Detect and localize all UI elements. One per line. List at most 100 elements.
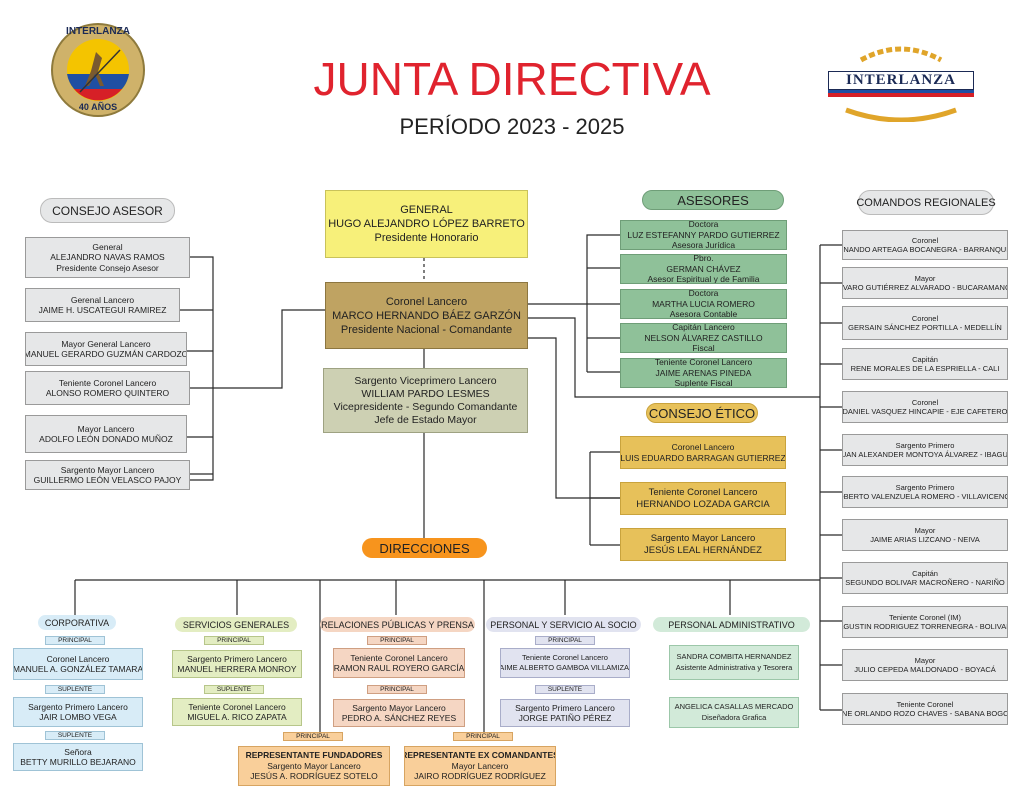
rank-text: Coronel <box>911 313 939 323</box>
member-name: JAIME H. USCATEGUI RAMIREZ <box>38 305 167 315</box>
rank-text: Pbro. <box>693 254 714 264</box>
rank-text: Sargento Primero <box>895 482 955 492</box>
rank-text: Doctora <box>688 289 719 299</box>
member-name: JAIME ARIAS LIZCANO - NEIVA <box>870 535 980 544</box>
asesor-member: Pbro. GERMAN CHÁVEZ Asesor Espiritual y … <box>620 254 787 284</box>
rank-text: General <box>92 241 123 252</box>
rank-text: Teniente Coronel (IM) <box>888 612 962 622</box>
role-text: Suplente Fiscal <box>674 378 733 388</box>
rank-text: Coronel Lancero <box>671 442 735 452</box>
rank-text: Capitán <box>912 568 938 578</box>
consejo-asesor-member: Mayor General Lancero MANUEL GERARDO GUZ… <box>25 332 187 366</box>
comando-member: Coronel DANIEL VASQUEZ HINCAPIE - EJE CA… <box>842 391 1008 423</box>
logo-left-top-text: INTERLANZA <box>66 26 130 37</box>
member-name: MANUEL GERARDO GUZMÁN CARDOZO <box>25 349 187 359</box>
member-name: RENE MORALES DE LA ESPRIELLA - CALI <box>850 364 1000 373</box>
comando-member: Teniente Coronel RENE ORLANDO ROZO CHAVE… <box>842 693 1008 725</box>
consejo-etico-label: CONSEJO ÉTICO <box>646 403 758 423</box>
role-text: Jefe de Estado Mayor <box>374 413 477 426</box>
comandos-bracket <box>819 244 842 711</box>
member-name: RAMON RAUL ROYERO GARCÍA <box>333 663 465 673</box>
interlanza-laurel-logo: INTERLANZA <box>826 40 976 123</box>
member-name: JAIME ARENAS PINEDA <box>655 367 752 378</box>
member-name: RENE ORLANDO ROZO CHAVES - SABANA BOGOTÁ <box>842 709 1007 718</box>
rank-text: Teniente Coronel Lancero <box>522 652 608 662</box>
servicios-generales-label: SERVICIOS GENERALES <box>175 617 297 632</box>
role-text: Fiscal <box>692 343 715 353</box>
member-name: SEGUNDO BOLIVAR MACROÑERO - NARIÑO <box>845 578 1005 587</box>
member-name: GUILLERMO LEÓN VELASCO PAJOY <box>33 475 182 485</box>
asesor-member: Teniente Coronel Lancero JAIME ARENAS PI… <box>620 358 787 388</box>
member-name: MIGUEL A. RICO ZAPATA <box>187 712 287 722</box>
representante-fundadores: REPRESENTANTE FUNDADORES Sargento Mayor … <box>238 746 390 786</box>
corporativa-suplente-2: Señora BETTY MURILLO BEJARANO <box>13 743 143 771</box>
rank-text: Coronel <box>911 397 939 407</box>
etico-member: Coronel Lancero LUIS EDUARDO BARRAGAN GU… <box>620 436 786 469</box>
consejo-asesor-member: Sargento Mayor Lancero GUILLERMO LEÓN VE… <box>25 460 190 490</box>
role-text: Presidente Honorario <box>374 232 479 244</box>
interlanza-40-anos-logo: INTERLANZA 40 AÑOS <box>50 22 146 118</box>
rank-text: Teniente Coronel Lancero <box>648 486 758 498</box>
member-name: BETTY MURILLO BEJARANO <box>20 757 136 767</box>
member-name: JAIME ALBERTO GAMBOA VILLAMIZAR <box>500 663 630 672</box>
personal-administrativo-label: PERSONAL ADMINISTRATIVO <box>653 617 810 632</box>
consejo-asesor-bracket <box>180 256 214 481</box>
rank-text: Coronel <box>911 235 939 245</box>
personal-socio-suplente: Sargento Primero Lancero JORGE PATIÑO PÉ… <box>500 699 630 727</box>
consejo-asesor-member: Teniente Coronel Lancero ALONSO ROMERO Q… <box>25 371 190 405</box>
corporativa-suplente: Sargento Primero Lancero JAIR LOMBO VEGA <box>13 697 143 727</box>
role-text: Asesora Jurídica <box>671 240 736 250</box>
role-text: REPRESENTANTE FUNDADORES <box>245 750 383 761</box>
member-name: JESÚS A. RODRÍGUEZ SOTELO <box>250 771 378 782</box>
etico-member: Sargento Mayor Lancero JESÚS LEAL HERNÁN… <box>620 528 786 561</box>
rank-text: Coronel Lancero <box>46 653 110 664</box>
logo-left-bottom-text: 40 AÑOS <box>78 102 118 112</box>
rank-text: Capitán Lancero <box>672 323 735 333</box>
member-name: JULIO CEPEDA MALDONADO - BOYACÁ <box>854 665 996 674</box>
role-text: Asesora Contable <box>669 309 738 319</box>
comando-member: Mayor ÁLVARO GUTIÉRREZ ALVARADO - BUCARA… <box>842 267 1008 299</box>
member-name: MARCO HERNANDO BÁEZ GARZÓN <box>332 309 521 322</box>
rank-text: Mayor <box>914 273 936 283</box>
comando-member: Capitán SEGUNDO BOLIVAR MACROÑERO - NARI… <box>842 562 1008 594</box>
member-name: JESÚS LEAL HERNÁNDEZ <box>644 544 762 556</box>
consejo-asesor-member: Mayor Lancero ADOLFO LEÓN DONADO MUÑOZ <box>25 415 187 453</box>
principal-tag: PRINCIPAL <box>453 732 513 741</box>
direcciones-label: DIRECCIONES <box>362 538 487 558</box>
suplente-tag: SUPLENTE <box>535 685 595 694</box>
principal-tag: PRINCIPAL <box>367 685 427 694</box>
asesor-member: Doctora MARTHA LUCIA ROMERO Asesora Cont… <box>620 289 787 319</box>
rank-text: Teniente Coronel <box>896 699 954 709</box>
direcciones-drops <box>74 580 731 735</box>
principal-tag: PRINCIPAL <box>367 636 427 645</box>
asesor-member: Doctora LUZ ESTEFANNY PARDO GUTIERREZ As… <box>620 220 787 250</box>
comando-member: Mayor JULIO CEPEDA MALDONADO - BOYACÁ <box>842 649 1008 681</box>
rank-text: Coronel Lancero <box>385 295 468 308</box>
comandos-link <box>527 317 820 398</box>
corporativa-principal: Coronel Lancero MANUEL A. GONZÁLEZ TAMAR… <box>13 648 143 680</box>
member-name: HUGO ALEJANDRO LÓPEZ BARRETO <box>328 218 525 230</box>
member-name: DANIEL VASQUEZ HINCAPIE - EJE CAFETERO <box>842 407 1008 416</box>
comando-member: Mayor JAIME ARIAS LIZCANO - NEIVA <box>842 519 1008 551</box>
servicios-suplente: Teniente Coronel Lancero MIGUEL A. RICO … <box>172 698 302 726</box>
member-name: SANDRA COMBITA HERNANDEZ <box>676 652 792 661</box>
rank-text: Sargento Primero Lancero <box>515 702 615 713</box>
member-name: ALONSO ROMERO QUINTERO <box>45 388 170 398</box>
rank-text: Mayor <box>914 525 936 535</box>
member-name: AGUSTIN RODRIGUEZ TORRENEGRA - BOLIVAR <box>842 622 1008 631</box>
member-name: WILLIAM PARDO LESMES <box>361 387 490 400</box>
administrativo-principal: SANDRA COMBITA HERNANDEZ Asistente Admin… <box>669 645 799 680</box>
rank-text: Mayor <box>914 655 936 665</box>
member-name: ALEJANDRO NAVAS RAMOS <box>50 252 165 263</box>
suplente-tag: SUPLENTE <box>204 685 264 694</box>
rank-text: Doctora <box>688 220 719 230</box>
member-name: HERNANDO LOZADA GARCIA <box>636 498 770 510</box>
member-name: FERNANDO ARTEAGA BOCANEGRA - BARRANQUILL… <box>843 245 1008 254</box>
principal-tag: PRINCIPAL <box>45 636 105 645</box>
page-subtitle: PERÍODO 2023 - 2025 <box>399 114 625 139</box>
administrativo-suplente: ANGELICA CASALLAS MERCADO Diseñadora Gra… <box>669 697 799 728</box>
etico-member: Teniente Coronel Lancero HERNANDO LOZADA… <box>620 482 786 515</box>
rank-text: Teniente Coronel Lancero <box>188 701 286 712</box>
rank-text: Teniente Coronel Lancero <box>350 652 448 663</box>
